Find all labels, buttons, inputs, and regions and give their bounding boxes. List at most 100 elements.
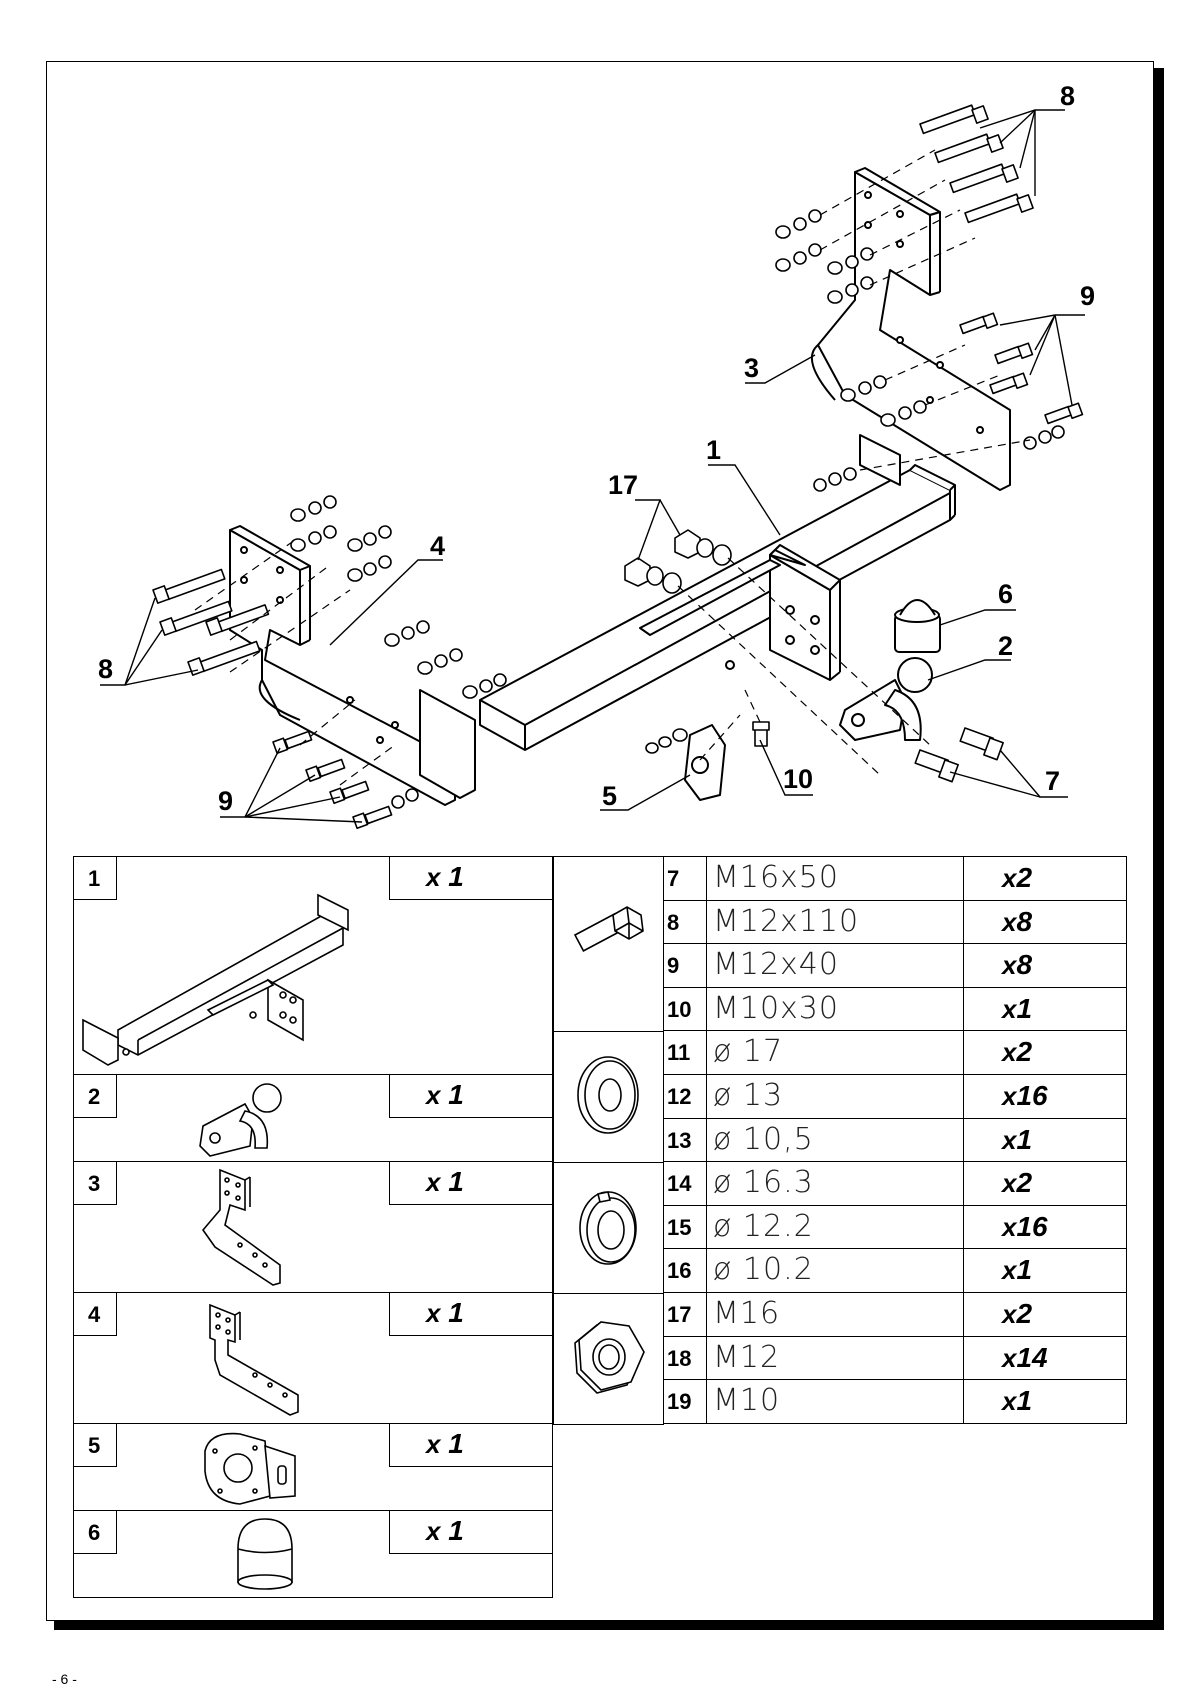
part-qty-cell bbox=[389, 856, 553, 900]
hardware-qty: x14 bbox=[1002, 1341, 1048, 1373]
part-number: 2 bbox=[88, 1084, 101, 1109]
hardware-qty: x1 bbox=[1002, 1254, 1033, 1286]
part-qty: x 1 bbox=[426, 1166, 464, 1197]
hardware-qty: x2 bbox=[1002, 862, 1033, 893]
hardware-number: 18 bbox=[667, 1345, 692, 1371]
hardware-icon-cell bbox=[553, 856, 664, 1032]
part-number-cell bbox=[73, 1423, 117, 1467]
part-qty-cell bbox=[389, 1510, 553, 1554]
hardware-qty-cell bbox=[963, 1379, 1127, 1424]
left-bracket bbox=[229, 525, 456, 806]
hardware-spec: M12 bbox=[713, 1339, 781, 1375]
callout-2: 2 bbox=[998, 631, 1013, 661]
callout-5: 5 bbox=[602, 781, 617, 811]
hardware-number-cell bbox=[663, 1292, 707, 1337]
callout-17: 17 bbox=[608, 470, 638, 500]
tow-ball-icon bbox=[199, 1083, 282, 1157]
hardware-spec: M16 bbox=[713, 1296, 781, 1331]
part-qty: x 1 bbox=[426, 1428, 464, 1459]
assembly-lines bbox=[194, 149, 1031, 786]
hardware-spec: M12x40 bbox=[713, 947, 839, 983]
hardware-number-cell bbox=[663, 1379, 707, 1424]
part-number-cell bbox=[73, 1510, 117, 1554]
exploded-assembly-diagram: 8 9 3 1 17 4 6 2 8 10 7 5 9 bbox=[98, 81, 1095, 830]
part-number: 6 bbox=[88, 1520, 101, 1545]
hardware-qty: x1 bbox=[1002, 1385, 1033, 1417]
hardware-number-cell bbox=[663, 899, 707, 945]
hardware-spec-cell bbox=[706, 856, 964, 901]
hardware-qty: x16 bbox=[1002, 1210, 1048, 1242]
hardware-spec: ø 10,5 bbox=[713, 1121, 814, 1157]
spring-washer-icon bbox=[579, 1191, 637, 1265]
callout-4: 4 bbox=[430, 531, 445, 561]
hardware-number-cell bbox=[663, 1161, 707, 1206]
part-qty-cell bbox=[389, 1292, 553, 1336]
hardware-spec: ø 17 bbox=[713, 1034, 784, 1070]
washers-nuts bbox=[290, 209, 1065, 809]
leader-lines bbox=[100, 109, 1085, 823]
part-number-cell bbox=[73, 1074, 117, 1118]
hardware-qty: x2 bbox=[1002, 1167, 1033, 1199]
part-qty: x 1 bbox=[426, 1079, 464, 1110]
hardware-qty-cell bbox=[963, 1074, 1127, 1119]
crossbar bbox=[419, 434, 956, 799]
hardware-qty: x16 bbox=[1002, 1080, 1048, 1111]
left-bracket-icon bbox=[209, 1303, 299, 1416]
hardware-spec: ø 12.2 bbox=[713, 1208, 814, 1244]
hardware-spec-cell bbox=[706, 899, 964, 945]
hardware-number: 9 bbox=[667, 953, 680, 979]
hardware-number: 8 bbox=[667, 909, 680, 935]
part-number: 4 bbox=[88, 1302, 101, 1327]
part-qty-cell bbox=[389, 1074, 553, 1118]
socket-plate bbox=[684, 724, 726, 801]
hardware-qty-cell bbox=[963, 899, 1127, 945]
part-number: 5 bbox=[88, 1433, 101, 1458]
flat-washer-icon bbox=[577, 1056, 639, 1134]
hardware-number: 7 bbox=[667, 866, 680, 891]
hardware-number: 16 bbox=[667, 1258, 692, 1284]
hardware-spec: M12x110 bbox=[713, 903, 860, 939]
page-number: - 6 - bbox=[52, 1671, 77, 1687]
hardware-qty: x2 bbox=[1002, 1036, 1033, 1068]
hardware-spec: M16x50 bbox=[713, 860, 839, 895]
hardware-qty-cell bbox=[963, 1161, 1127, 1206]
hardware-qty: x8 bbox=[1002, 905, 1033, 937]
part-qty-cell bbox=[389, 1161, 553, 1205]
hardware-qty-cell bbox=[963, 856, 1127, 901]
hardware-spec: ø 16.3 bbox=[713, 1165, 814, 1201]
callout-9-left: 9 bbox=[218, 786, 233, 816]
callout-3: 3 bbox=[744, 353, 759, 383]
ball-cover bbox=[894, 599, 941, 653]
callout-6: 6 bbox=[998, 579, 1013, 609]
hardware-spec: M10x30 bbox=[713, 990, 839, 1026]
hardware-qty-cell bbox=[963, 1030, 1127, 1075]
part-qty-cell bbox=[389, 1423, 553, 1467]
hardware-spec-cell bbox=[706, 1030, 964, 1075]
bolt-icon bbox=[573, 906, 644, 952]
hardware-qty-cell bbox=[963, 1292, 1127, 1337]
hardware-qty-cell bbox=[963, 1117, 1127, 1163]
hardware-qty-cell bbox=[963, 943, 1127, 988]
tow-ball bbox=[839, 657, 933, 741]
right-bracket-icon bbox=[201, 1168, 281, 1286]
hardware-number: 13 bbox=[667, 1127, 692, 1153]
hitch-crossbar-icon bbox=[82, 893, 349, 1066]
hardware-number: 14 bbox=[667, 1171, 692, 1197]
hardware-qty: x1 bbox=[1002, 1123, 1033, 1155]
ball-cover-icon bbox=[237, 1518, 293, 1590]
callout-9-right: 9 bbox=[1080, 281, 1095, 311]
hardware-number-cell bbox=[663, 1030, 707, 1075]
hardware-qty-cell bbox=[963, 1248, 1127, 1293]
hardware-number: 12 bbox=[667, 1084, 692, 1109]
part-qty: x 1 bbox=[426, 1515, 464, 1546]
callout-8-top: 8 bbox=[1060, 81, 1075, 111]
hardware-spec-cell bbox=[706, 1379, 964, 1424]
hardware-number: 10 bbox=[667, 996, 692, 1022]
callout-10: 10 bbox=[783, 764, 813, 794]
hardware-number: 17 bbox=[667, 1302, 692, 1327]
hardware-spec-cell bbox=[706, 1117, 964, 1163]
part-number-cell bbox=[73, 1292, 117, 1336]
part-number-cell bbox=[73, 1161, 117, 1205]
bolts bbox=[152, 104, 1084, 830]
hardware-qty: x1 bbox=[1002, 992, 1033, 1024]
